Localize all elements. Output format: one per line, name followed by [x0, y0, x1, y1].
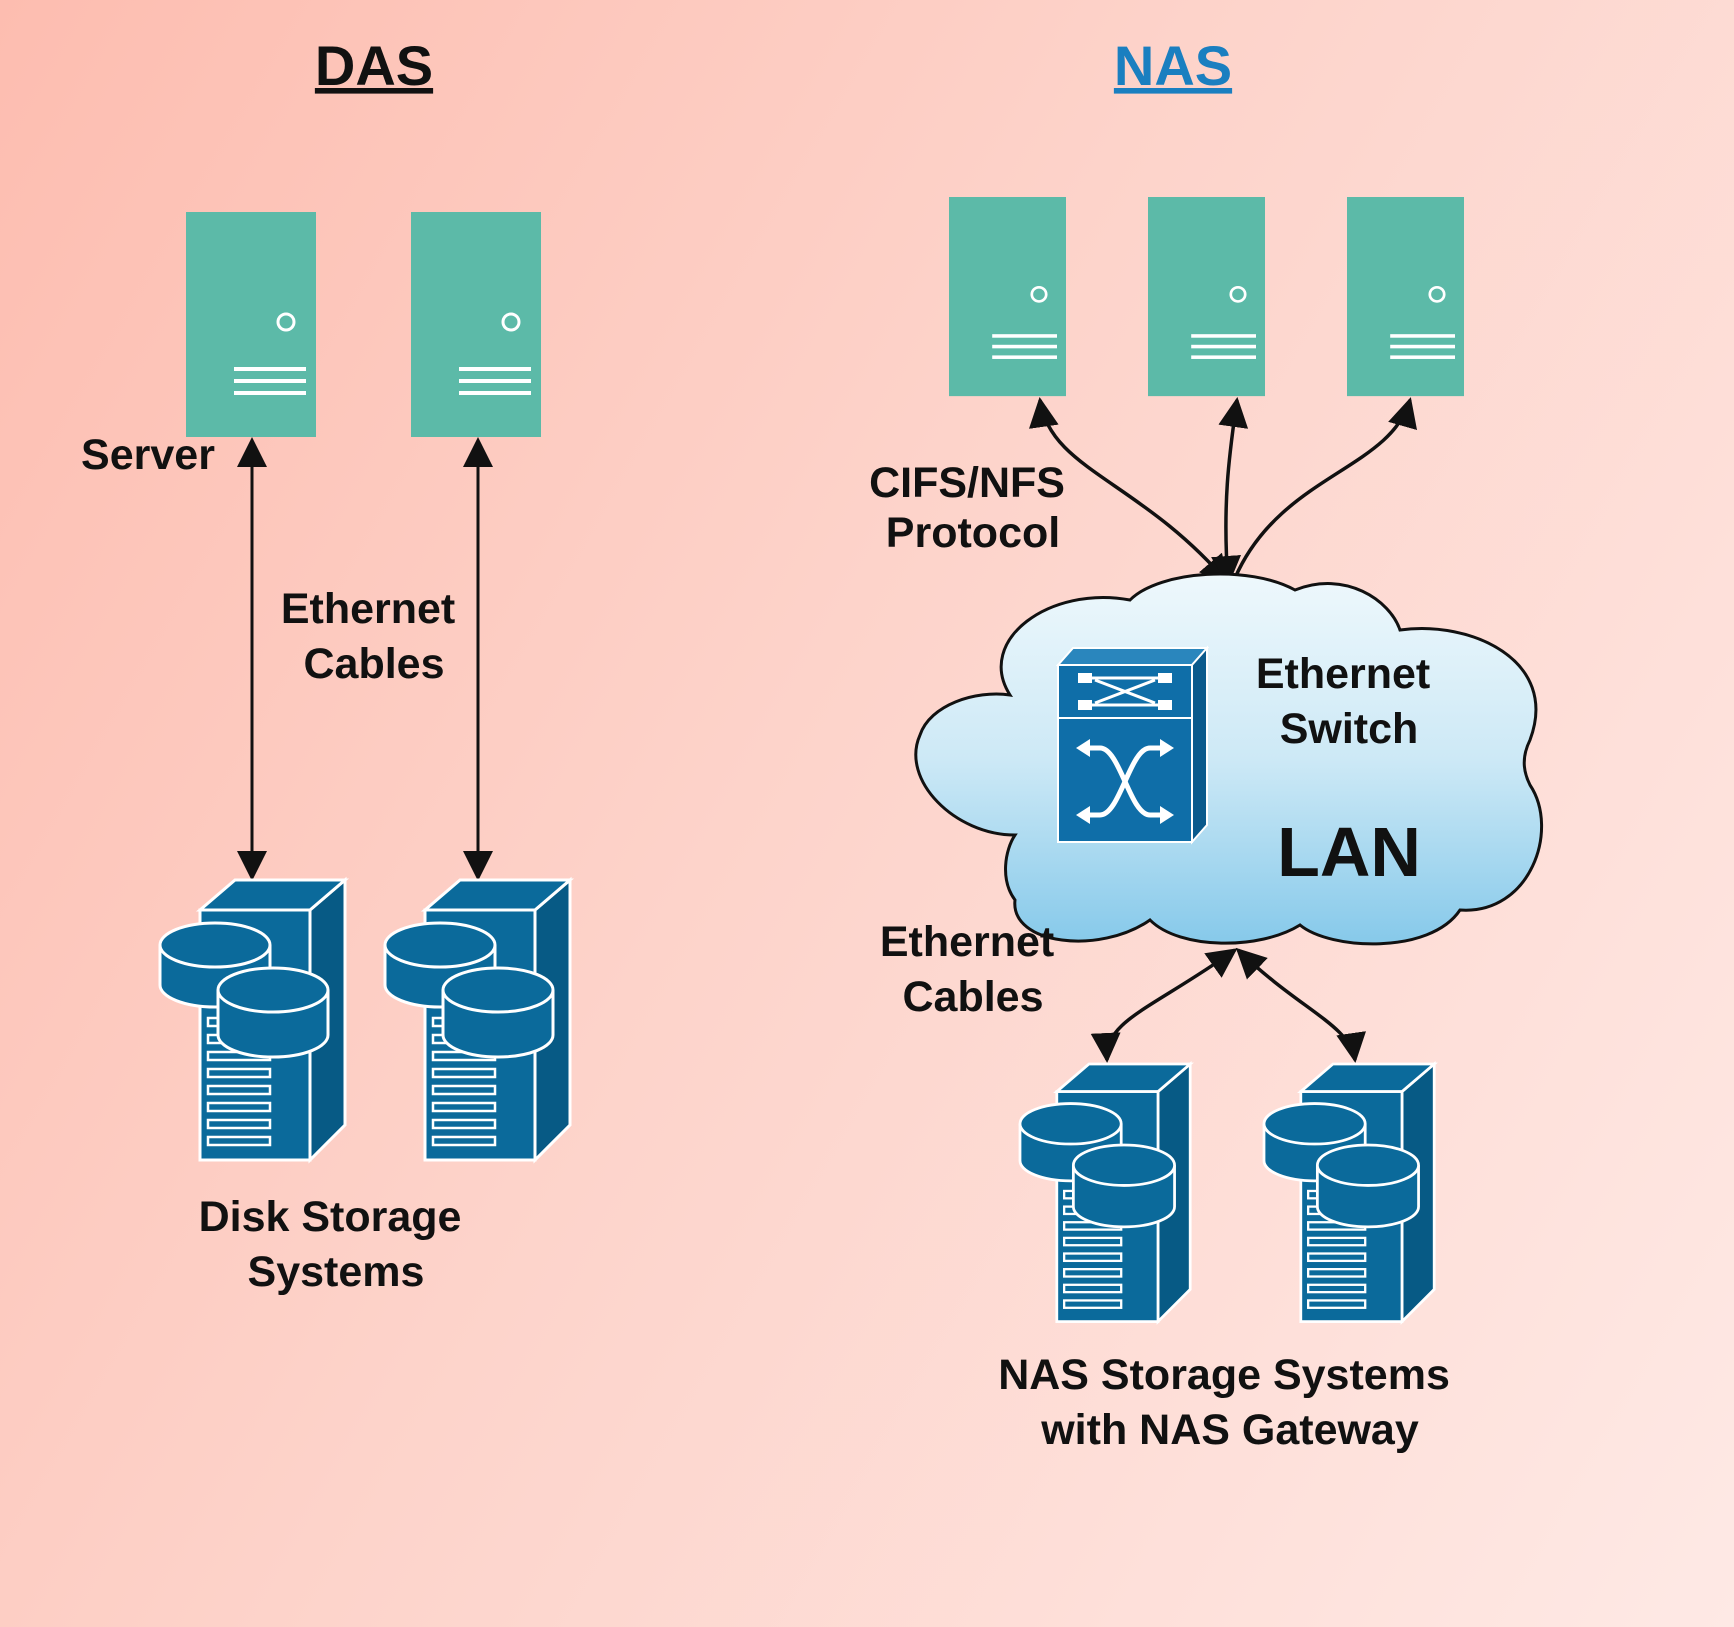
- nas-switch-label-line1: Ethernet: [1256, 650, 1430, 698]
- disk-storage-icon: [1262, 1062, 1436, 1323]
- nas-switch-label-line2: Switch: [1280, 705, 1419, 753]
- server-icon: [1146, 195, 1267, 398]
- das-storage-label-line2: Systems: [248, 1248, 425, 1296]
- nas-lan-label: LAN: [1277, 813, 1421, 891]
- nas-protocol-label-line2: Protocol: [886, 509, 1060, 557]
- svg-text:Ethernet Cables: Ethernet Cables: [880, 918, 1066, 1021]
- svg-text:NAS Storage Systems with N: NAS Storage Systems with NAS Gateway: [998, 1351, 1462, 1454]
- das-cable-label-line2: Cables: [303, 640, 444, 688]
- das-server-label: Server: [81, 431, 215, 479]
- disk-storage-icon: [383, 878, 572, 1162]
- nas-storage-label-line2: with NAS Gateway: [1040, 1406, 1419, 1454]
- nas-cable-label-line2: Cables: [902, 973, 1043, 1021]
- nas-protocol-label-line1: CIFS/NFS: [869, 459, 1065, 507]
- svg-text:Disk Storage Systems: Disk Storage Systems: [199, 1193, 474, 1296]
- nas-protocol-arrow: [1211, 397, 1249, 586]
- das-storage-label-line1: Disk Storage: [199, 1193, 462, 1241]
- ethernet-switch-icon: [1055, 645, 1210, 845]
- lan-cloud-icon: [914, 572, 1544, 946]
- svg-text:Ethernet Switch: Ethernet Switch: [1256, 650, 1442, 753]
- nas-heading: NAS: [1114, 34, 1232, 97]
- server-icon: [409, 210, 543, 439]
- server-icon: [184, 210, 318, 439]
- disk-storage-icon: [158, 878, 347, 1162]
- nas-protocol-arrow: [1029, 397, 1230, 586]
- server-icon: [947, 195, 1068, 398]
- das-cable-label-line1: Ethernet: [281, 585, 455, 633]
- server-icon: [1345, 195, 1466, 398]
- nas-storage-label-line1: NAS Storage Systems: [998, 1351, 1450, 1399]
- nas-cable-arrow: [1235, 947, 1366, 1063]
- nas-protocol-arrow: [1233, 397, 1417, 579]
- nas-cable-arrow: [1090, 948, 1238, 1063]
- disk-storage-icon: [1018, 1062, 1192, 1323]
- svg-text:CIFS/NFS Protocol: CIFS/NFS Protocol: [869, 459, 1077, 557]
- nas-cable-label-line1: Ethernet: [880, 918, 1054, 966]
- das-heading: DAS: [315, 34, 433, 97]
- svg-text:Ethernet Cables: Ethernet Cables: [281, 585, 467, 688]
